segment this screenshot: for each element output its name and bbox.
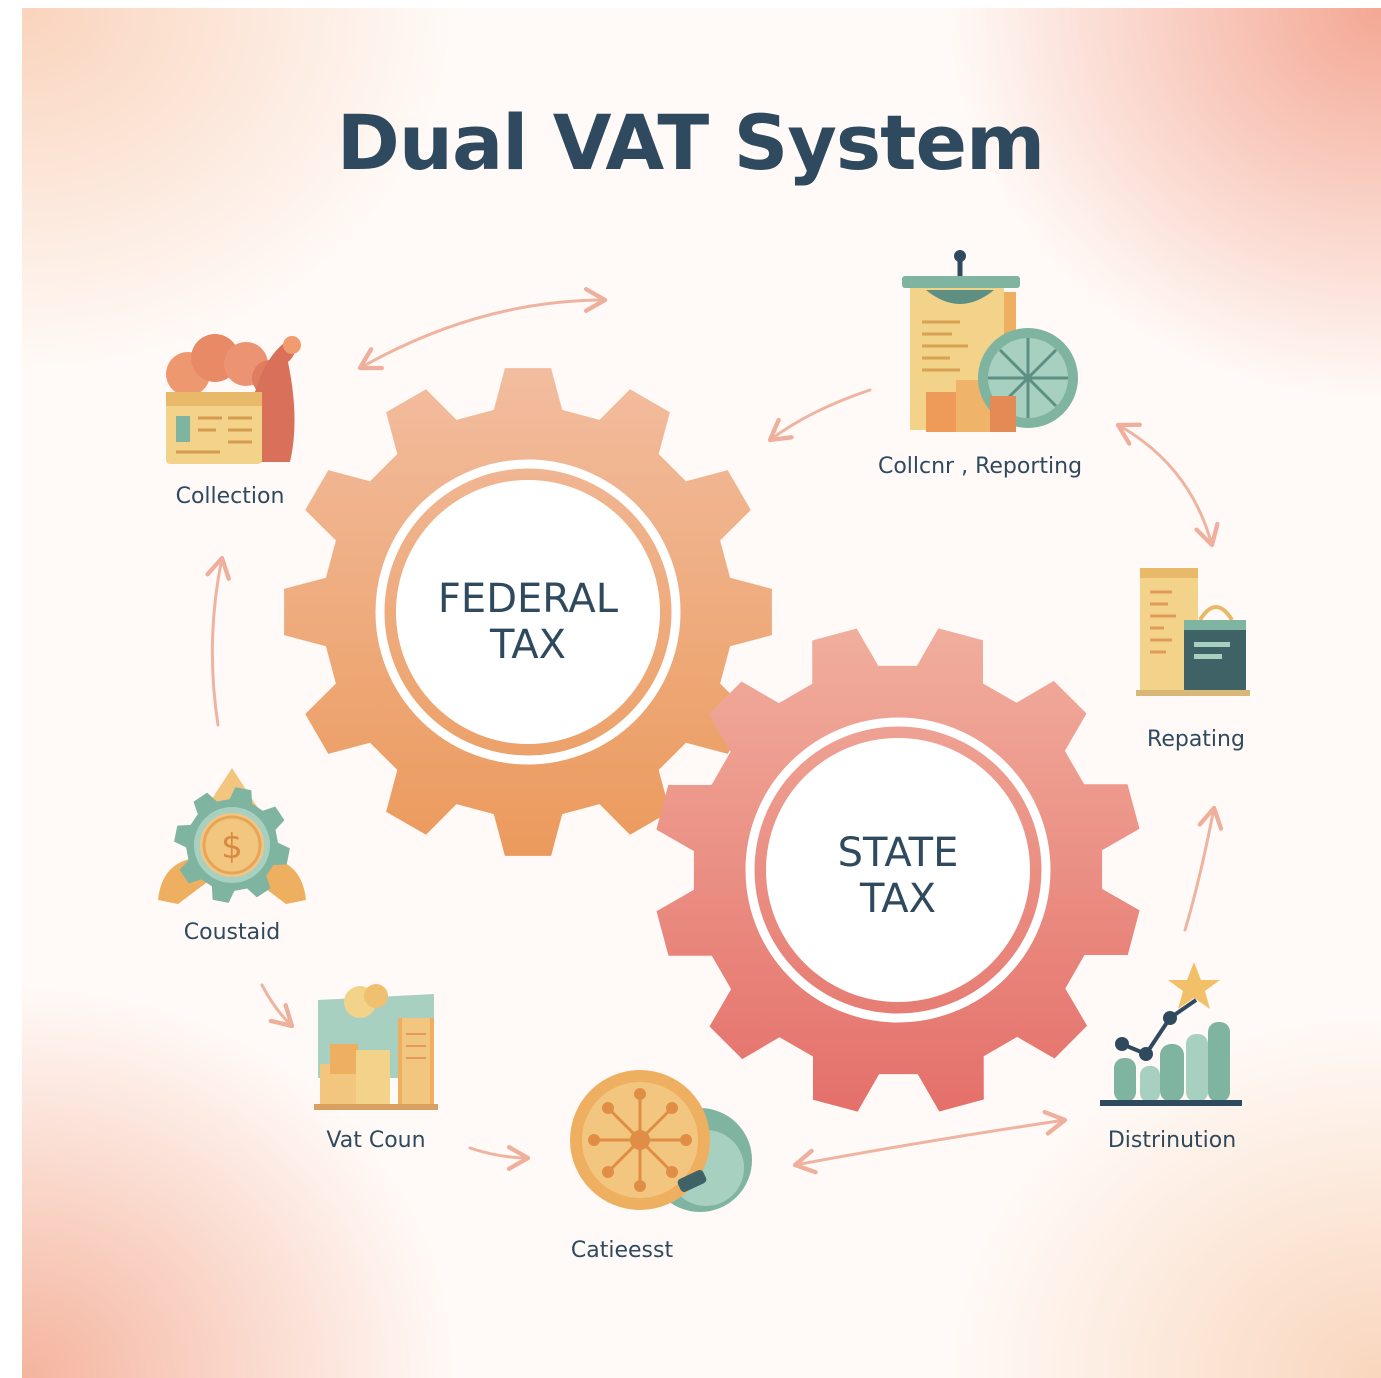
federal-tax-label: FEDERAL TAX (388, 576, 668, 668)
coin-network-icon (570, 1070, 752, 1212)
report-bag-icon (1136, 568, 1250, 696)
federal-tax-line2: TAX (489, 622, 567, 668)
arrow-vat-to-catieesst (468, 1145, 531, 1171)
arrow-coustaid-to-vat (260, 983, 295, 1029)
node-label-repating: Repating (1147, 727, 1245, 752)
state-gear-hub (766, 738, 1030, 1002)
node-label-distrinution: Distrinution (1107, 1128, 1237, 1153)
page-title: Dual VAT System (336, 98, 1045, 187)
state-tax-gear (656, 628, 1140, 1112)
state-gear-ring (745, 717, 1051, 1023)
node-label-collector-reporting: Collcnr , Reporting (877, 454, 1083, 479)
ledger-chart-icon (902, 250, 1078, 432)
federal-gear-hub (396, 480, 660, 744)
cycle-arrows (205, 287, 1224, 1175)
state-tax-line2: TAX (859, 876, 937, 922)
arrow-reporting-to-federal (767, 388, 872, 443)
federal-gear-ring (375, 459, 681, 765)
growth-chart-icon (1100, 962, 1242, 1106)
node-label-coustaid: Coustaid (183, 920, 281, 945)
node-label-vat-coun: Vat Coun (326, 1128, 426, 1153)
tax-form-icon (166, 334, 301, 464)
arrow-left-up (205, 555, 231, 727)
arrow-right-top (1115, 422, 1220, 548)
dollar-gear-icon: $ (158, 768, 306, 904)
documents-icon (314, 984, 438, 1110)
federal-tax-line1: FEDERAL (437, 576, 619, 622)
arrow-top-left (357, 287, 608, 371)
state-tax-line1: STATE (837, 830, 959, 876)
arrow-bottom-right (792, 1109, 1068, 1175)
state-tax-label: STATE TAX (758, 830, 1038, 922)
svg-text:$: $ (221, 827, 243, 867)
node-label-collection: Collection (175, 484, 285, 509)
arrow-right-bottom (1183, 805, 1224, 932)
node-label-catieesst: Catieesst (570, 1238, 674, 1263)
federal-tax-gear (284, 368, 772, 856)
